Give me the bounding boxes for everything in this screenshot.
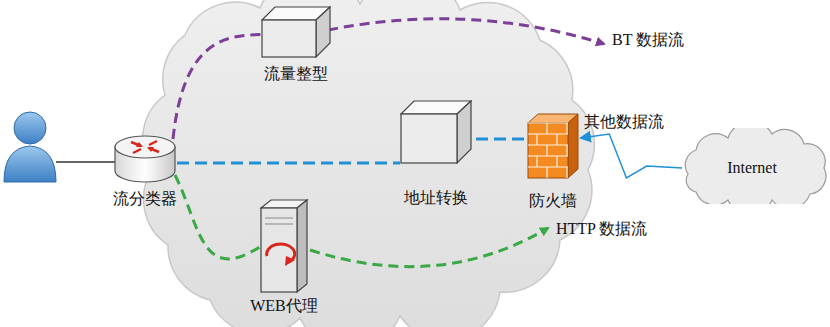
firewall-shape: [527, 113, 579, 179]
flow-label: 其他数据流: [584, 112, 664, 131]
flow-connector: [177, 162, 400, 165]
node-label: 流量整型: [264, 64, 328, 83]
traffic-shaper: 流量整型: [261, 6, 331, 83]
node-label: 地址转换: [404, 188, 468, 207]
network-cloud: [143, 0, 595, 327]
flow-label: BT 数据流: [612, 30, 684, 49]
node-label: WEB代理: [250, 296, 318, 315]
flow-connector: [173, 35, 261, 139]
flow-label: HTTP 数据流: [556, 219, 647, 238]
web-proxy-server-shape: [259, 198, 309, 294]
user-link: [56, 161, 116, 163]
node-label: 防火墙: [529, 191, 577, 210]
firewall: 防火墙: [527, 113, 579, 210]
user-icon: [4, 112, 56, 182]
internet-cloud: Internet: [676, 128, 828, 204]
bt-flow-out: [328, 19, 604, 44]
flow-connector: [175, 175, 261, 259]
web-proxy-server: WEB代理: [250, 198, 318, 315]
router-shape: [113, 133, 177, 185]
router: 流分类器: [113, 133, 177, 208]
traffic-shaper-shape: [261, 6, 331, 58]
http-flow-out: [310, 228, 548, 267]
node-label: Internet: [727, 158, 777, 177]
node-label: 流分类器: [113, 189, 177, 208]
flow-connector: [581, 134, 682, 178]
nat-box-shape: [400, 100, 472, 164]
nat-box: 地址转换: [400, 100, 472, 207]
